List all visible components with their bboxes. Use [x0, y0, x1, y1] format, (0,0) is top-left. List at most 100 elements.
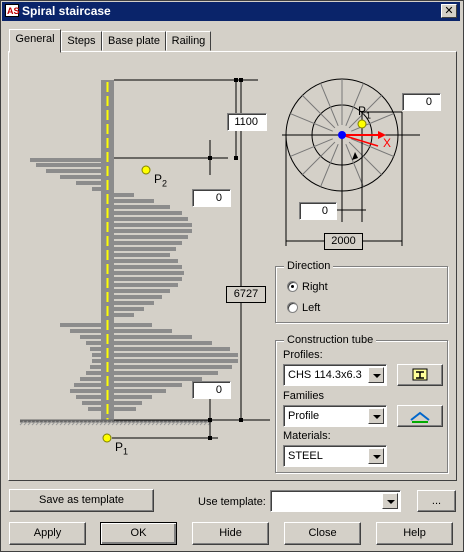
tab-base-plate[interactable]: Base plate	[102, 31, 166, 51]
step	[86, 371, 101, 375]
step	[112, 323, 152, 327]
step	[112, 377, 202, 381]
bottom-offset-input[interactable]: 0	[192, 381, 231, 399]
window-title: Spiral staircase	[22, 4, 111, 18]
families-label: Families	[283, 390, 324, 402]
material-select[interactable]: STEEL	[283, 445, 387, 467]
step	[112, 223, 192, 227]
chevron-down-icon	[368, 448, 384, 464]
ok-button[interactable]: OK	[100, 522, 177, 545]
step	[112, 199, 154, 203]
step	[112, 407, 136, 411]
step	[70, 329, 101, 333]
save-as-template-button[interactable]: Save as template	[9, 489, 154, 512]
profile-shape-icon	[410, 411, 430, 423]
template-select[interactable]	[270, 490, 401, 512]
offset-input[interactable]: 0	[192, 189, 231, 207]
general-tab-panel	[8, 51, 457, 481]
tab-railing[interactable]: Railing	[166, 31, 211, 51]
p1-label: P1	[115, 440, 129, 457]
direction-left-label[interactable]: Left	[302, 302, 321, 314]
browse-template-button[interactable]: ...	[417, 490, 456, 512]
title-bar[interactable]	[2, 2, 460, 21]
step	[80, 335, 101, 339]
step	[88, 407, 101, 411]
step	[36, 163, 101, 167]
step	[30, 158, 101, 162]
step	[112, 329, 172, 333]
step	[112, 401, 142, 405]
diameter-field: 2000	[324, 233, 363, 250]
point-p2-marker	[141, 165, 151, 175]
help-button[interactable]: Help	[376, 522, 453, 545]
close-window-button[interactable]: ✕	[441, 4, 457, 18]
step	[74, 383, 101, 387]
step	[112, 193, 134, 197]
center-point	[338, 131, 346, 139]
step	[112, 259, 178, 263]
p2-label: P2	[154, 172, 168, 189]
profile-select[interactable]: CHS 114.3x6.3	[283, 364, 387, 386]
family-select[interactable]: Profile	[283, 405, 387, 427]
app-icon-text: AS	[7, 6, 20, 16]
tab-steps[interactable]: Steps	[61, 31, 102, 51]
step	[112, 395, 152, 399]
step	[92, 187, 101, 191]
step	[112, 341, 212, 345]
step	[112, 253, 170, 257]
step	[112, 265, 182, 269]
step	[60, 323, 101, 327]
step	[112, 235, 188, 239]
angle-input[interactable]: 0	[402, 93, 441, 111]
chevron-down-icon	[368, 408, 384, 424]
close-button[interactable]: Close	[284, 522, 361, 545]
use-template-label: Use template:	[198, 496, 266, 508]
height-input[interactable]: 1100	[227, 113, 267, 131]
family-profile-button[interactable]	[397, 405, 443, 427]
step	[112, 353, 238, 357]
step	[112, 295, 162, 299]
step	[112, 229, 192, 233]
step	[90, 365, 101, 369]
step	[112, 289, 170, 293]
step	[112, 271, 184, 275]
step	[112, 301, 154, 305]
step	[70, 389, 101, 393]
step	[112, 277, 182, 281]
step	[112, 335, 192, 339]
tab-general[interactable]: General	[9, 29, 61, 53]
apply-button[interactable]: Apply	[9, 522, 86, 545]
profile-catalog-button[interactable]	[397, 364, 443, 386]
direction-group	[275, 266, 448, 323]
step	[112, 211, 182, 215]
x-axis-label: X	[383, 136, 392, 150]
total-height-field: 6727	[226, 286, 266, 303]
hide-button[interactable]: Hide	[192, 522, 269, 545]
step	[82, 401, 101, 405]
direction-right-radio[interactable]	[287, 281, 298, 292]
plan-p-label: P1	[358, 104, 372, 121]
step	[112, 371, 218, 375]
step	[76, 395, 101, 399]
profile-catalog-icon	[412, 368, 428, 381]
construction-tube-label: Construction tube	[284, 334, 377, 346]
materials-label: Materials:	[283, 430, 331, 442]
chevron-down-icon	[382, 493, 398, 509]
step	[80, 377, 101, 381]
step	[46, 169, 101, 173]
step	[112, 389, 166, 393]
step	[86, 341, 101, 345]
step	[76, 181, 101, 185]
plan-offset-input[interactable]: 0	[299, 202, 337, 220]
direction-right-label[interactable]: Right	[302, 281, 328, 293]
rotation-arrow	[352, 152, 358, 160]
step	[112, 347, 230, 351]
step	[112, 283, 178, 287]
step	[112, 241, 182, 245]
step	[112, 359, 238, 363]
step	[112, 217, 188, 221]
direction-left-radio[interactable]	[287, 302, 298, 313]
close-icon: ✕	[444, 5, 454, 17]
